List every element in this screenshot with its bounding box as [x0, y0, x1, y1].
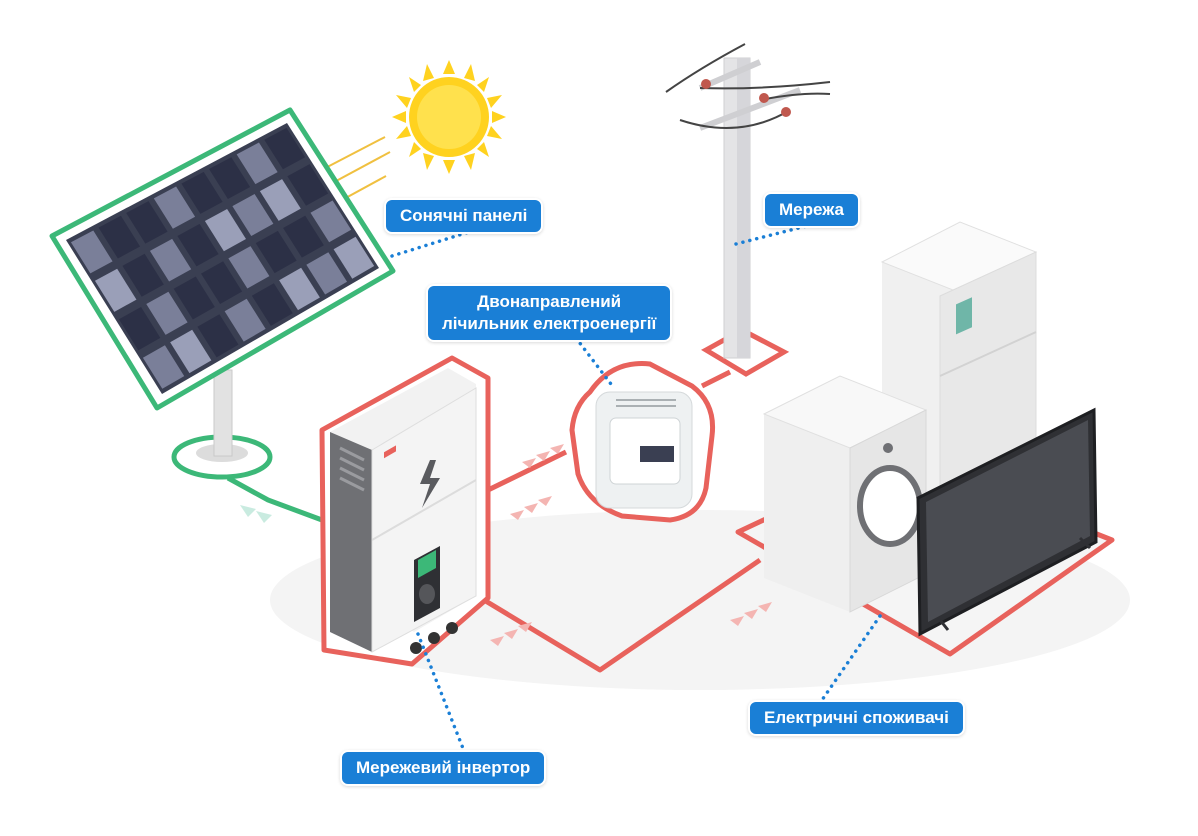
solar-cell [224, 298, 266, 342]
solar-cell [287, 164, 329, 206]
dc-cable [226, 475, 323, 523]
solar-cell [201, 261, 243, 304]
ac-flow-arrows [490, 444, 772, 646]
solar-cell [173, 276, 215, 320]
consumers-label: Електричні споживачі [748, 700, 965, 736]
solar-cell [232, 194, 274, 237]
meter-label-line2: лічильник електроенергії [442, 314, 657, 333]
grid-inverter [319, 355, 491, 667]
solar-cell [283, 215, 324, 258]
solar-cell [153, 186, 196, 229]
solar-panels-label: Сонячні панелі [384, 198, 544, 234]
solar-cell [333, 236, 375, 279]
solar-cell [310, 200, 352, 243]
solar-cell [177, 223, 219, 267]
lightning-bolt-icon [420, 460, 440, 508]
grid-label-text: Мережа [779, 200, 844, 219]
solar-cell [255, 230, 297, 274]
solar-cell [98, 215, 141, 259]
inverter-label-text: Мережевий інвертор [356, 758, 531, 777]
ac-cables [482, 369, 762, 673]
solar-panels-label-text: Сонячні панелі [400, 206, 528, 225]
solar-cell [251, 283, 293, 326]
solar-cell [122, 253, 164, 297]
solar-cell [70, 230, 113, 274]
electric-consumers [735, 221, 1115, 657]
meter-label-line1: Двонаправлений [477, 292, 622, 311]
solar-cell [142, 345, 185, 389]
consumers-label-text: Електричні споживачі [764, 708, 949, 727]
solar-cell [170, 329, 212, 374]
solar-cell [306, 252, 348, 295]
dc-flow-arrows [240, 505, 272, 523]
solar-cell [181, 171, 223, 214]
utility-pole [665, 43, 831, 377]
solar-panel [49, 107, 396, 480]
solar-cell [146, 291, 188, 335]
solar-cell [126, 201, 168, 244]
solar-cell [197, 314, 239, 358]
solar-cell [259, 179, 301, 221]
sun-icon [392, 60, 506, 174]
solar-cell [118, 306, 161, 351]
solar-cell [149, 238, 192, 282]
meter-label: Двонаправлений лічильник електроенергії [426, 284, 673, 342]
solar-cell [209, 157, 251, 199]
solar-cell [228, 246, 270, 289]
solar-cell [236, 142, 278, 185]
solar-cell [264, 127, 306, 170]
solar-cell [204, 208, 247, 252]
bidirectional-meter [569, 361, 716, 523]
inverter-label: Мережевий інвертор [340, 750, 547, 786]
grid-label: Мережа [763, 192, 860, 228]
solar-cell [94, 268, 137, 312]
solar-cell [279, 267, 320, 311]
